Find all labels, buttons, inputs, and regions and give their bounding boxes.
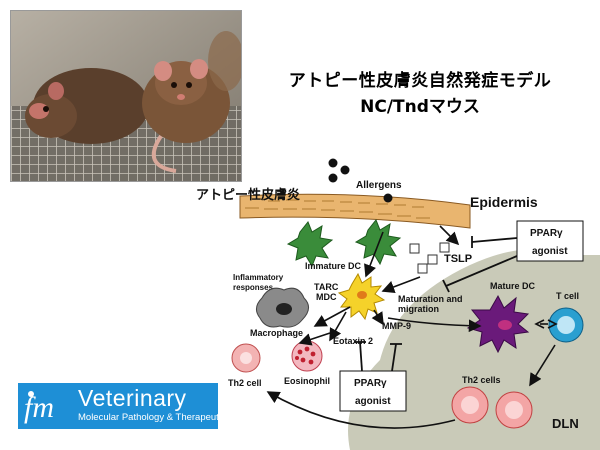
mmp9-label: MMP-9 bbox=[382, 321, 411, 331]
immature-dc-cells bbox=[286, 219, 402, 268]
pathway-arrows bbox=[266, 225, 558, 429]
title-line-1: アトピー性皮膚炎自然発症モデル bbox=[288, 71, 552, 91]
vmpt-logo-mark-icon: fm bbox=[24, 391, 54, 424]
disease-label: アトピー性皮膚炎 bbox=[196, 187, 300, 202]
eosinophil-label: Eosinophil bbox=[284, 376, 330, 386]
dln-label: DLN bbox=[552, 416, 579, 431]
maturation-label: Maturation and bbox=[398, 294, 463, 304]
pparg-top-label: PPARγ bbox=[530, 228, 563, 239]
agonist-top-label: agonist bbox=[532, 246, 568, 257]
mdc-label: MDC bbox=[316, 292, 337, 302]
epidermis-label: Epidermis bbox=[470, 194, 538, 210]
immature-dc-label: Immature DC bbox=[305, 261, 362, 271]
t-cell-label: T cell bbox=[556, 291, 579, 301]
mouse-photo bbox=[10, 10, 242, 182]
dln-region bbox=[348, 249, 600, 450]
macrophage-label: Macrophage bbox=[250, 328, 303, 338]
allergen-particles bbox=[328, 158, 393, 203]
allergens-label: Allergens bbox=[356, 180, 402, 191]
responses-label: responses bbox=[233, 283, 274, 292]
inflammatory-label: Inflammatory bbox=[233, 273, 284, 282]
logo-word: Veterinary bbox=[78, 385, 187, 411]
th2-cells-label: Th2 cells bbox=[462, 375, 501, 385]
title-line-2: NC/Tndマウス bbox=[360, 97, 480, 117]
migration-label: migration bbox=[398, 304, 439, 314]
tarc-label: TARC bbox=[314, 282, 339, 292]
mouse-photo-illustration bbox=[11, 11, 241, 181]
svg-text:fm: fm bbox=[24, 391, 54, 424]
epidermis-layer bbox=[239, 193, 471, 229]
pparg-bottom-label: PPARγ bbox=[354, 378, 387, 389]
mature-dc-label: Mature DC bbox=[490, 281, 536, 291]
inhibition-lines bbox=[354, 236, 518, 372]
tslp-label: TSLP bbox=[444, 253, 472, 265]
pparg-agonist-box-bottom bbox=[339, 370, 407, 412]
th2-cell-label: Th2 cell bbox=[228, 378, 262, 388]
agonist-bottom-label: agonist bbox=[355, 396, 391, 407]
pparg-agonist-box-top bbox=[516, 220, 584, 262]
eotaxin-label: Eotaxin 2 bbox=[333, 336, 373, 346]
veterinary-logo: fm Veterinary Molecular Pathology & Ther… bbox=[18, 383, 230, 429]
tslp-squares bbox=[409, 242, 450, 274]
logo-subtitle: Molecular Pathology & Therapeutics bbox=[78, 412, 231, 423]
